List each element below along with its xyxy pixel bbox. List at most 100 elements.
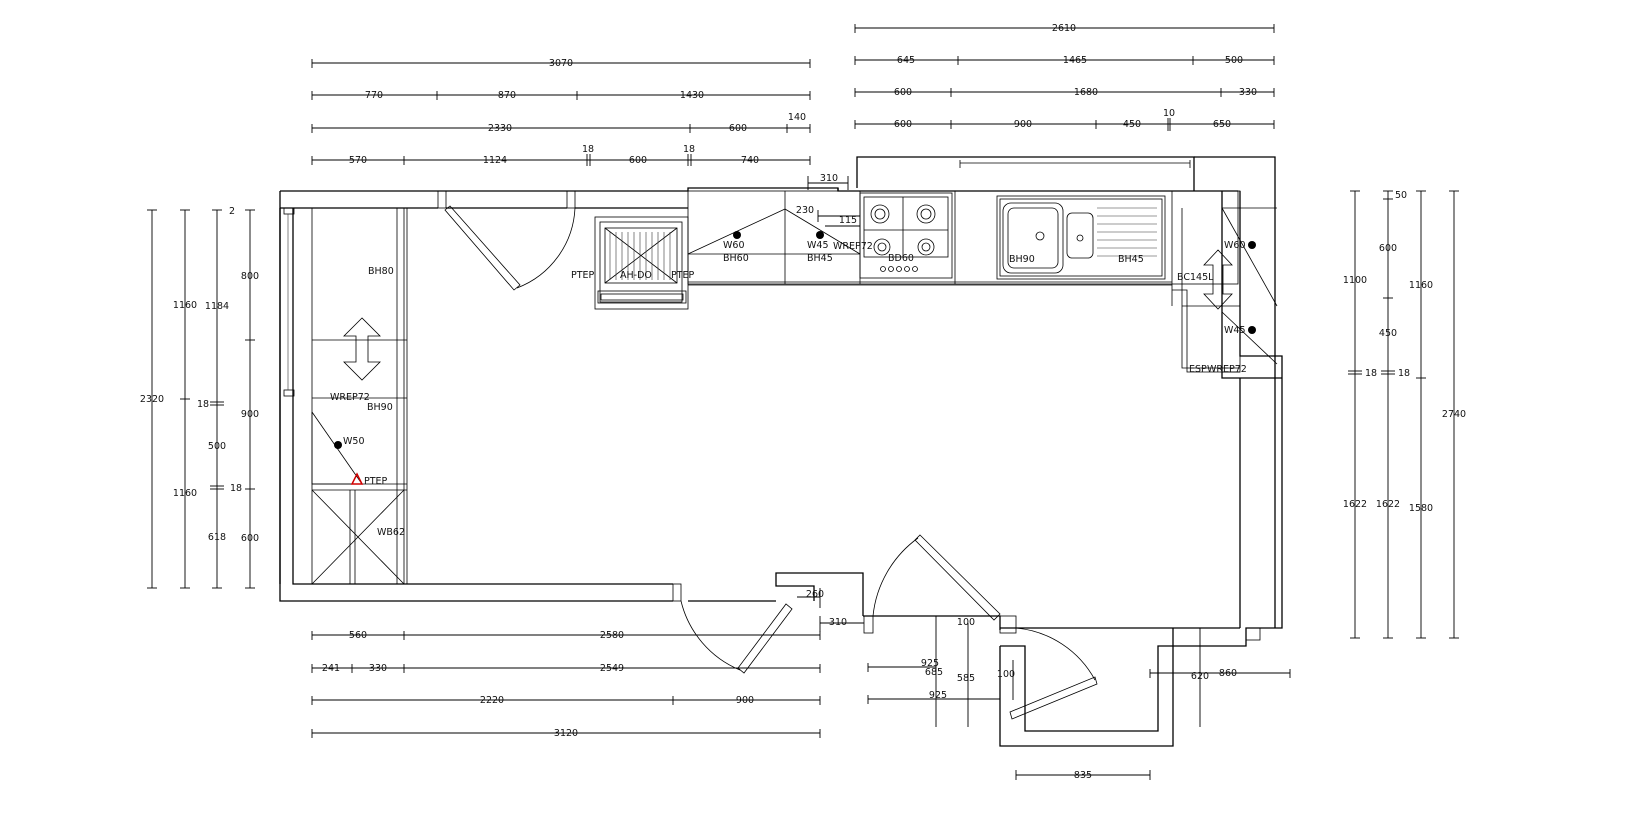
dimension-labels-bottom-small: 260 310 100 925 685 585 100 925 620 860 …	[806, 589, 1237, 781]
dim-label: 2580	[600, 630, 624, 641]
dim-label: 1160	[173, 300, 197, 311]
dimension-labels-left: 2320 1160 1160 1184 18 500 18 618 2 800 …	[140, 206, 259, 544]
dim-label: 310	[829, 617, 847, 628]
dim-label: 1465	[1063, 55, 1087, 66]
dim-label: 800	[241, 271, 259, 282]
dim-label: 1580	[1409, 503, 1433, 514]
label-w45-top: W45	[807, 240, 828, 251]
label-wb62: WB62	[377, 527, 405, 538]
label-ptep-left: PTEP	[364, 476, 388, 487]
dim-label: 740	[741, 155, 759, 166]
dim-label: 1622	[1376, 499, 1400, 510]
label-bh80: BH80	[368, 266, 394, 277]
dim-label: 600	[241, 533, 259, 544]
label-bh90-left: BH90	[367, 402, 393, 413]
label-esp: ESP	[1189, 364, 1207, 375]
dimension-labels-top-right: 2610 645 1465 500 600 1680 330 600 900 4…	[894, 23, 1257, 130]
label-w45-right: W45	[1224, 325, 1245, 336]
dim-label: 620	[1191, 671, 1209, 682]
dim-label: 18	[197, 399, 209, 410]
dim-label: 500	[208, 441, 226, 452]
label-ptep-b: PTEP	[671, 270, 695, 281]
dim-label: 2320	[140, 394, 164, 405]
dim-label: 18	[582, 144, 594, 155]
dim-label: 600	[1379, 243, 1397, 254]
label-bh45-a: BH45	[807, 253, 833, 264]
dim-label: 685	[925, 667, 943, 678]
dim-label: 2549	[600, 663, 624, 674]
dim-label: 2740	[1442, 409, 1466, 420]
dim-label: 18	[1365, 368, 1377, 379]
dim-label: 835	[1074, 770, 1092, 781]
dim-label: 2610	[1052, 23, 1076, 34]
label-bc145l: BC145L	[1177, 272, 1214, 283]
dimension-labels-top-left: 3070 770 870 1430 2330 600 140 570 1124 …	[349, 58, 806, 166]
dim-label: 3120	[554, 728, 578, 739]
dim-label: 1160	[173, 488, 197, 499]
label-wrep72-top: WREP72	[833, 241, 873, 252]
dim-label: 770	[365, 90, 383, 101]
dim-label: 450	[1379, 328, 1397, 339]
dim-label: 1184	[205, 301, 229, 312]
dim-label: 310	[820, 173, 838, 184]
dimension-labels-right: 1100 18 1622 50 600 450 18 1622 1160 158…	[1343, 190, 1466, 514]
dim-label: 18	[683, 144, 695, 155]
dim-label: 600	[894, 119, 912, 130]
dim-label: 1430	[680, 90, 704, 101]
dim-label: 600	[894, 87, 912, 98]
dimensions-bottom-small	[797, 588, 1291, 780]
dim-label: 100	[957, 617, 975, 628]
label-wrep72-left: WREP72	[330, 392, 370, 403]
dimension-labels-bottom: 560 2580 241 330 2549 2220 900 3120	[322, 630, 754, 739]
top-cabinet-run	[594, 190, 1240, 373]
dim-label: 585	[957, 673, 975, 684]
dim-label: 925	[929, 690, 947, 701]
label-bd60: BD60	[888, 253, 914, 264]
dimensions-left	[147, 209, 255, 589]
dim-label: 1680	[1074, 87, 1098, 98]
dim-label: 560	[349, 630, 367, 641]
dim-label: 925	[921, 658, 939, 669]
dim-label: 570	[349, 155, 367, 166]
dim-label: 900	[1014, 119, 1032, 130]
dim-label: 100	[997, 669, 1015, 680]
dim-label: 2220	[480, 695, 504, 706]
label-wrep72-right: WREP72	[1207, 364, 1247, 375]
dim-label: 241	[322, 663, 340, 674]
dim-label: 330	[369, 663, 387, 674]
dim-label: 1160	[1409, 280, 1433, 291]
dimension-labels-top-small: 310 230 115	[796, 173, 857, 226]
dim-label: 260	[806, 589, 824, 600]
label-w50: W50	[343, 436, 364, 447]
label-bh60: BH60	[723, 253, 749, 264]
doors	[444, 205, 1098, 720]
dim-label: 2330	[488, 123, 512, 134]
dim-label: 618	[208, 532, 226, 543]
dim-label: 860	[1219, 668, 1237, 679]
label-bh90-top: BH90	[1009, 254, 1035, 265]
dimensions-top-small	[807, 176, 860, 227]
label-ptep-a: PTEP	[571, 270, 595, 281]
label-bh45-b: BH45	[1118, 254, 1144, 265]
dim-label: 10	[1163, 108, 1175, 119]
dimensions-top-right	[854, 24, 1275, 131]
dim-label: 1622	[1343, 499, 1367, 510]
cabinet-labels: BH80 WREP72 BH90 W50 PTEP WB62 PTEP AH-D…	[330, 240, 1247, 538]
dim-label: 18	[1398, 368, 1410, 379]
right-cabinet-run	[1203, 190, 1278, 373]
dim-label: 900	[736, 695, 754, 706]
dim-label: 115	[839, 215, 857, 226]
dimensions-bottom	[311, 631, 821, 738]
left-cabinet-run	[283, 207, 408, 585]
dim-label: 900	[241, 409, 259, 420]
dim-label: 3070	[549, 58, 573, 69]
dim-label: 140	[788, 112, 806, 123]
label-w60-right: W60	[1224, 240, 1245, 251]
dimensions-top-left	[311, 59, 811, 166]
dim-label: 50	[1395, 190, 1407, 201]
dim-label: 330	[1239, 87, 1257, 98]
dim-label: 230	[796, 205, 814, 216]
dim-label: 450	[1123, 119, 1141, 130]
dim-label: 18	[230, 483, 242, 494]
